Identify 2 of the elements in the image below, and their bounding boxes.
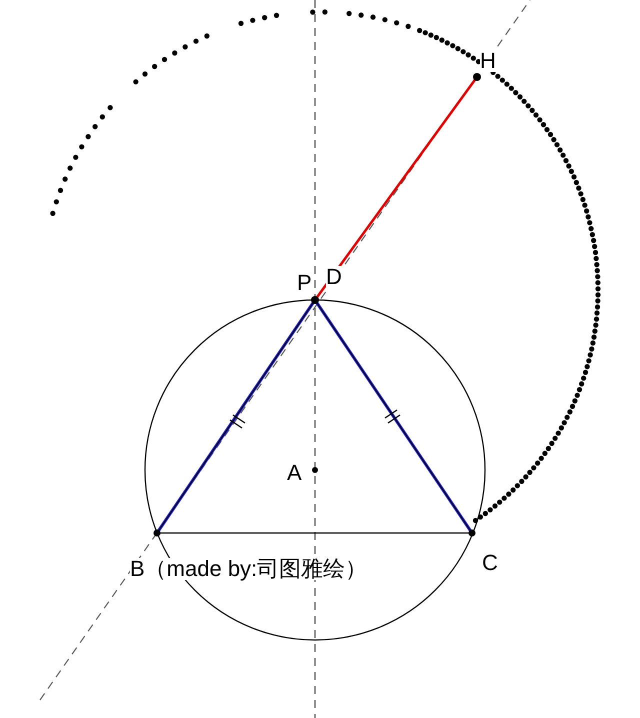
point-label: H [480,50,496,72]
point-label: D [326,266,342,288]
